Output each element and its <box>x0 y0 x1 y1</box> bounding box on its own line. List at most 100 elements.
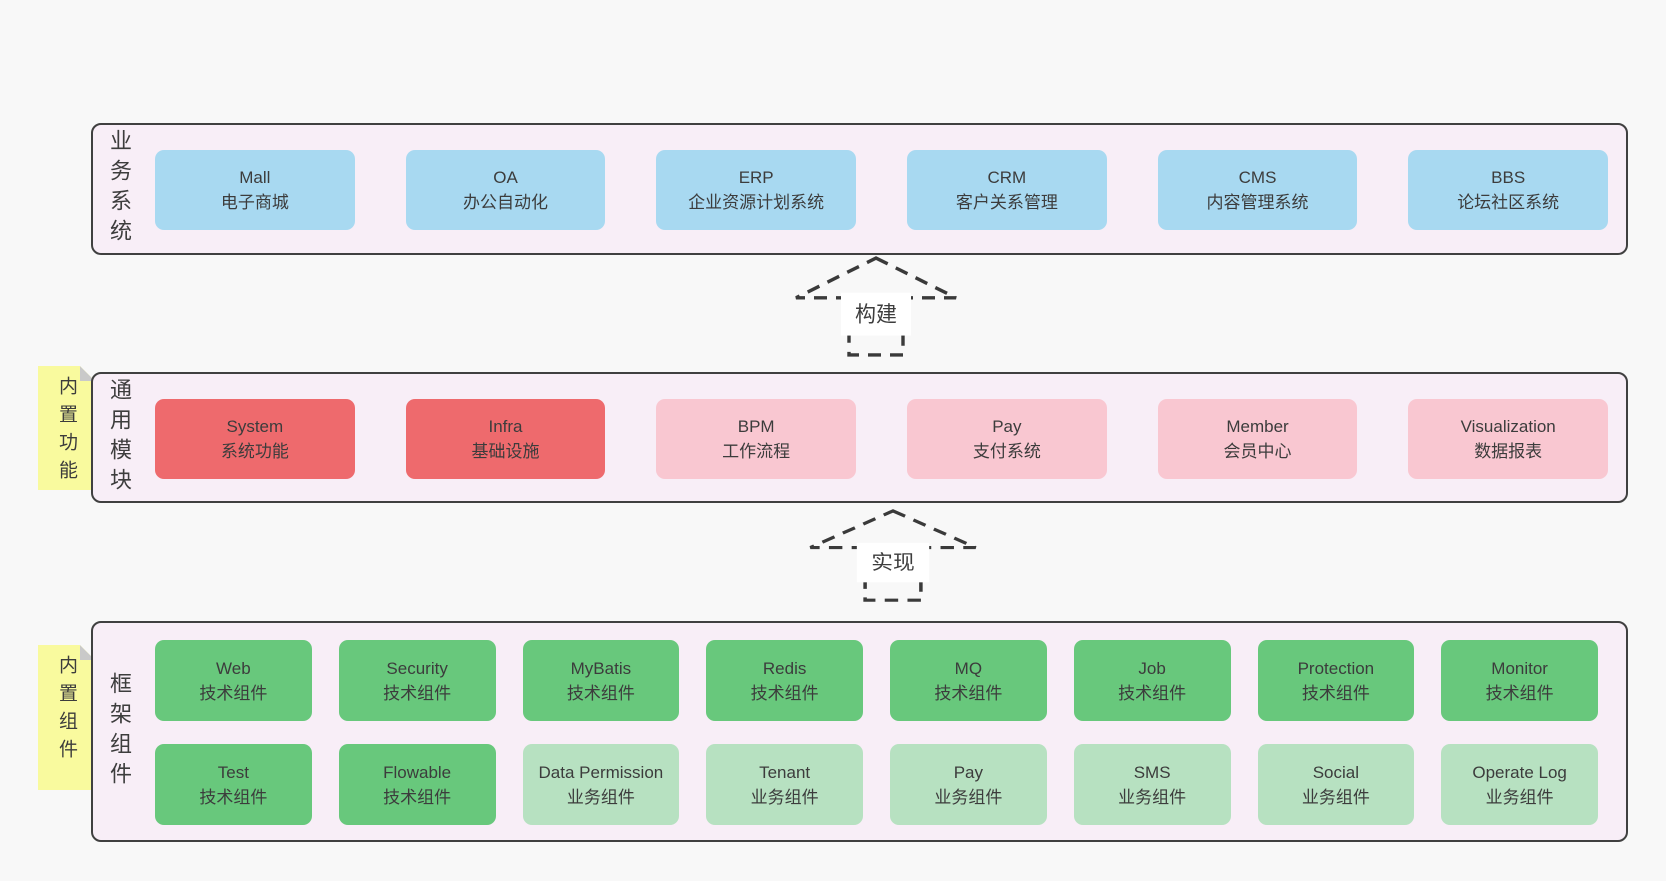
box-subtitle: 工作流程 <box>722 442 791 461</box>
box-title: Member <box>1226 417 1289 436</box>
box-infra: Infra 基础设施 <box>405 399 606 479</box>
box-subtitle: 会员中心 <box>1223 442 1292 461</box>
box-mybatis: MyBatis 技术组件 <box>522 640 680 721</box>
note-text: 内置功能 <box>56 376 77 488</box>
box-title: CMS <box>1238 168 1277 187</box>
arrow-label: 构建 <box>855 302 897 326</box>
up-arrow-icon: 构建 <box>795 256 957 357</box>
box-flowable: Flowable 技术组件 <box>338 744 496 825</box>
box-subtitle: 业务组件 <box>934 787 1003 807</box>
layer-business-systems: 业务系统 Mall 电子商城 OA 办公自动化 ERP 企业资源计划系统 CRM… <box>91 123 1628 255</box>
arrow-build: 构建 <box>786 256 966 358</box>
box-member: Member 会员中心 <box>1157 399 1358 479</box>
box-subtitle: 技术组件 <box>199 683 268 703</box>
layer-label-framework: 框架组件 <box>107 671 132 792</box>
box-subtitle: 业务组件 <box>566 787 635 807</box>
box-subtitle: 内容管理系统 <box>1206 193 1309 212</box>
box-oa: OA 办公自动化 <box>405 150 606 230</box>
box-title: Pay <box>953 762 984 782</box>
box-operate-log: Operate Log 业务组件 <box>1441 744 1598 825</box>
box-subtitle: 技术组件 <box>1118 683 1187 703</box>
note-built-in-components: 内置组件 <box>38 645 95 790</box>
box-title: Flowable <box>383 762 452 782</box>
box-subtitle: 技术组件 <box>934 683 1003 703</box>
box-title: MyBatis <box>570 658 632 678</box>
box-title: Security <box>386 658 448 678</box>
box-subtitle: 基础设施 <box>471 442 540 461</box>
box-title: Social <box>1312 762 1360 782</box>
box-title: MQ <box>954 658 983 678</box>
up-arrow-icon: 实现 <box>809 509 977 602</box>
box-subtitle: 业务组件 <box>1118 787 1187 807</box>
box-subtitle: 技术组件 <box>1301 683 1370 703</box>
arrow-label: 实现 <box>871 552 914 574</box>
box-cms: CMS 内容管理系统 <box>1157 150 1358 230</box>
box-mall: Mall 电子商城 <box>155 150 355 230</box>
box-visualization: Visualization 数据报表 <box>1408 399 1609 479</box>
box-title: System <box>226 417 284 436</box>
layer-label-common: 通用模块 <box>107 377 132 498</box>
box-subtitle: 支付系统 <box>972 442 1041 461</box>
box-subtitle: 业务组件 <box>750 787 819 807</box>
business-box-row: Mall 电子商城 OA 办公自动化 ERP 企业资源计划系统 CRM 客户关系… <box>155 150 1609 230</box>
box-title: Protection <box>1297 658 1375 678</box>
box-erp: ERP 企业资源计划系统 <box>656 150 857 230</box>
box-subtitle: 技术组件 <box>383 787 452 807</box>
box-subtitle: 客户关系管理 <box>955 193 1058 212</box>
arrow-label-background <box>856 542 930 583</box>
box-subtitle: 技术组件 <box>750 683 819 703</box>
box-title: ERP <box>738 168 774 187</box>
box-title: Operate Log <box>1472 762 1567 782</box>
framework-box-row-1: Web 技术组件 Security 技术组件 MyBatis 技术组件 Redi… <box>155 640 1598 721</box>
box-subtitle: 技术组件 <box>199 787 268 807</box>
box-tenant: Tenant 业务组件 <box>706 744 863 825</box>
box-title: Data Permission <box>538 762 664 782</box>
box-title: BBS <box>1491 168 1526 187</box>
box-crm: CRM 客户关系管理 <box>907 150 1107 230</box>
box-title: Monitor <box>1491 658 1548 678</box>
box-pay-component: Pay 业务组件 <box>890 744 1047 825</box>
box-bbs: BBS 论坛社区系统 <box>1408 150 1609 230</box>
box-title: Mall <box>239 168 271 187</box>
box-title: Infra <box>488 417 523 436</box>
arrow-implement: 实现 <box>800 509 986 603</box>
box-subtitle: 数据报表 <box>1474 442 1543 461</box>
layer-label-business: 业务系统 <box>107 129 132 249</box>
box-subtitle: 技术组件 <box>383 683 452 703</box>
layer-common-modules: 通用模块 System 系统功能 Infra 基础设施 BPM 工作流程 Pay… <box>91 372 1628 503</box>
box-title: BPM <box>737 417 775 436</box>
box-subtitle: 企业资源计划系统 <box>688 193 825 212</box>
box-title: Visualization <box>1460 417 1556 436</box>
box-title: CRM <box>987 168 1027 187</box>
box-bpm: BPM 工作流程 <box>656 399 857 479</box>
box-title: OA <box>493 168 518 187</box>
common-box-row: System 系统功能 Infra 基础设施 BPM 工作流程 Pay 支付系统… <box>155 399 1609 479</box>
box-title: Pay <box>992 417 1022 436</box>
box-sms: SMS 业务组件 <box>1073 744 1231 825</box>
box-redis: Redis 技术组件 <box>706 640 863 721</box>
box-title: Redis <box>762 658 807 678</box>
box-test: Test 技术组件 <box>155 744 312 825</box>
framework-box-row-2: Test 技术组件 Flowable 技术组件 Data Permission … <box>155 744 1598 825</box>
box-title: Test <box>217 762 249 782</box>
box-subtitle: 业务组件 <box>1485 787 1554 807</box>
box-web: Web 技术组件 <box>155 640 312 721</box>
box-subtitle: 技术组件 <box>566 683 635 703</box>
box-subtitle: 系统功能 <box>220 442 289 461</box>
box-subtitle: 论坛社区系统 <box>1457 193 1560 212</box>
box-subtitle: 业务组件 <box>1301 787 1370 807</box>
box-subtitle: 技术组件 <box>1485 683 1554 703</box>
box-subtitle: 办公自动化 <box>463 193 548 212</box>
box-monitor: Monitor 技术组件 <box>1441 640 1598 721</box>
box-title: Job <box>1138 658 1166 678</box>
box-title: Web <box>216 658 251 678</box>
box-data-permission: Data Permission 业务组件 <box>522 744 680 825</box>
box-protection: Protection 技术组件 <box>1257 640 1415 721</box>
box-pay-system: Pay 支付系统 <box>907 399 1107 479</box>
box-job: Job 技术组件 <box>1073 640 1231 721</box>
box-system: System 系统功能 <box>155 399 355 479</box>
layer-framework-components: 框架组件 Web 技术组件 Security 技术组件 MyBatis 技术组件… <box>91 621 1628 842</box>
box-mq: MQ 技术组件 <box>890 640 1047 721</box>
note-text: 内置组件 <box>56 655 77 767</box>
